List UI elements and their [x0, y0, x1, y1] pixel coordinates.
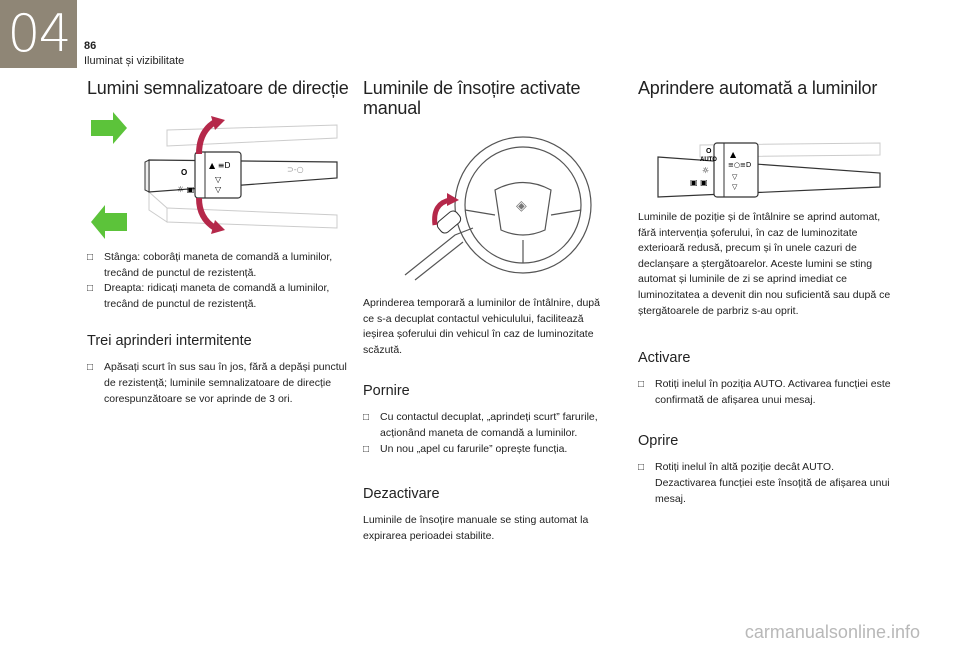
- section-title-auto-lights: Aprindere automată a luminilor: [638, 78, 878, 98]
- arrows-symbols-icon: ▽: [215, 175, 222, 184]
- arrows-symbols-icon: ▽: [732, 173, 738, 181]
- light-symbols-icon: ▲ ≡D: [209, 161, 231, 170]
- chapter-number: 04: [7, 4, 71, 64]
- auto-lights-text: Luminile de poziție și de întâlnire se a…: [638, 210, 894, 507]
- red-arrow-down-icon: [196, 197, 217, 231]
- watermark: carmanualsonline.info: [744, 622, 920, 642]
- light-symbols-icon: ▲: [730, 150, 737, 159]
- section-title-pornire: Pornire: [363, 383, 410, 400]
- steering-wheel-illustration: ◈: [404, 136, 592, 281]
- auto-lights-stalk-illustration: O AUTO ☼ ▣ ▣ ▲ ≡○≡D ▽ ▽: [657, 142, 881, 198]
- position-light-icon: ☼: [702, 166, 709, 175]
- section-title-activare: Activare: [638, 350, 691, 367]
- green-arrow-down-icon: [91, 205, 127, 239]
- chapter-number-box: 04: [0, 0, 77, 68]
- list-item: □Stânga: coborâți maneta de comandă a lu…: [87, 251, 333, 279]
- guide-me-home-text: Aprinderea temporară a luminilor de întâ…: [363, 296, 613, 544]
- list-item: □Dreapta: ridicați maneta de comandă a l…: [87, 282, 330, 310]
- section-title-oprire: Oprire: [638, 433, 679, 450]
- list-item: □Cu contactul decuplat, „aprindeți scurt…: [363, 411, 598, 439]
- wiper-symbol-icon: ⊃-○: [287, 165, 304, 174]
- turn-signal-stalk-illustration: O ☼ ▣ ▲ ≡D ▽ ▽ ⊃-○: [91, 112, 338, 239]
- stalk-o-mark: O: [706, 148, 712, 155]
- list-item: □Apăsați scurt în sus sau în jos, fără a…: [87, 361, 347, 405]
- list-item: □Rotiți inelul în poziția AUTO. Activare…: [638, 378, 891, 406]
- chapter-title: Iluminat și vizibilitate: [84, 55, 185, 67]
- section-title-dezactivare: Dezactivare: [363, 486, 440, 503]
- stalk-o-mark: O: [181, 168, 187, 177]
- section-title-guide-me-home: Luminile de însoțire activate manual: [363, 78, 581, 118]
- list-item: □Rotiți inelul în altă poziție decât AUT…: [638, 461, 890, 505]
- section-title-three-flashes: Trei aprinderi intermitente: [87, 333, 252, 350]
- column-guide-me-home: Luminile de însoțire activate manual: [363, 78, 613, 118]
- column-turn-signals: Lumini semnalizatoare de direcție: [87, 78, 349, 98]
- guide-me-home-intro: Aprinderea temporară a luminilor de întâ…: [363, 297, 600, 356]
- arrows-symbols-icon-2: ▽: [215, 185, 222, 194]
- section-title-turn-signals: Lumini semnalizatoare de direcție: [87, 78, 349, 98]
- turn-signal-instructions: □Stânga: coborâți maneta de comandă a lu…: [87, 250, 349, 407]
- green-arrow-up-icon: [91, 112, 127, 144]
- red-arrow-up-icon: [196, 119, 217, 155]
- brand-logo-icon: ◈: [516, 198, 527, 214]
- headlight-icon: ▣ ▣: [690, 178, 708, 187]
- stalk-auto-mark: AUTO: [700, 157, 717, 163]
- page-number: 86: [84, 40, 97, 52]
- dezactivare-text: Luminile de însoțire manuale se sting au…: [363, 514, 589, 542]
- headlight-icon: ☼ ▣: [177, 185, 194, 194]
- light-symbols-icon-2: ≡○≡D: [728, 161, 751, 169]
- arrows-symbols-icon-2: ▽: [732, 183, 738, 191]
- auto-lights-intro: Luminile de poziție și de întâlnire se a…: [638, 211, 891, 317]
- list-item: □Un nou „apel cu farurile” oprește funcț…: [363, 442, 568, 455]
- column-auto-lights: Aprindere automată a luminilor: [638, 78, 894, 98]
